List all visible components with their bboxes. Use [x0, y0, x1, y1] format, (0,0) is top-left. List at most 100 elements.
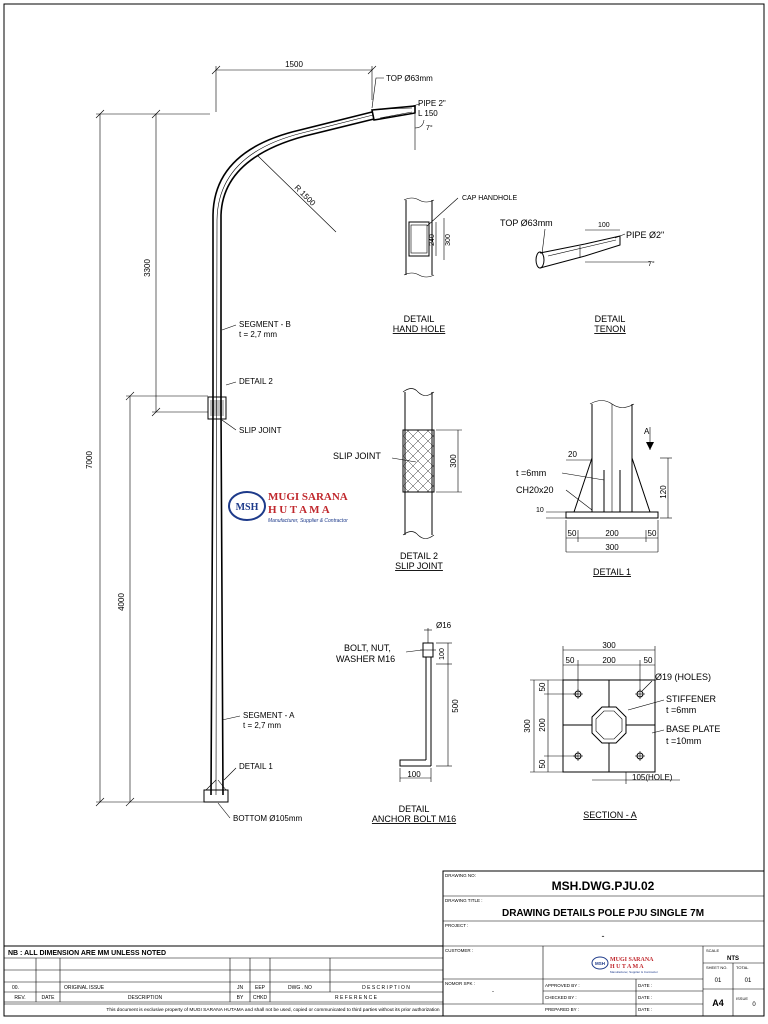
hand-hole-title-1: DETAIL	[404, 314, 435, 324]
sec-holes-label: Ø19 (HOLES)	[655, 672, 711, 682]
scale-label: SCALE	[706, 948, 719, 953]
title-logo-name-1: MUGI SARANA	[610, 957, 654, 963]
pole-base	[203, 789, 229, 803]
dim-300: 300	[445, 234, 452, 246]
tenon-pipe-label: PIPE Ø2"	[626, 230, 664, 240]
customer-label: CUSTOMER :	[445, 948, 473, 953]
segment-b-thickness: t = 2,7 mm	[239, 330, 277, 339]
logo-name-2: H U T A M A	[268, 504, 330, 516]
date-checked: DATE :	[638, 995, 652, 1000]
logo-abbr: MSH	[236, 502, 259, 513]
drawing-no: MSH.DWG.PJU.02	[552, 879, 655, 893]
dimension-note: NB : ALL DIMENSION ARE MM UNLESS NOTED	[8, 950, 166, 957]
sec-dim-50-a: 50	[566, 656, 575, 665]
project-value: -	[602, 931, 605, 941]
segment-a-label: SEGMENT - A	[243, 711, 295, 720]
segment-a-thickness: t = 2,7 mm	[243, 721, 281, 730]
dim-1500: 1500	[285, 60, 303, 69]
drawing-no-label: DRAWING NO:	[445, 873, 476, 878]
title-logo-tagline: Manufacturer, Supplier & Contractor	[610, 970, 658, 974]
sec-v-50-a: 50	[538, 682, 547, 691]
detail-2-label: DETAIL 2	[239, 377, 273, 386]
project-label: PROJECT :	[445, 923, 468, 928]
scale-value: NTS	[727, 956, 739, 962]
sec-stiffener-2: t =6mm	[666, 705, 696, 715]
total-value: 01	[745, 978, 752, 984]
detail-anchor-bolt: Ø16 BOLT, NUT, WASHER M16 100 500 100 DE…	[336, 621, 460, 824]
detail-hand-hole: CAP HANDHOLE 240 300 DETAIL HAND HOLE	[393, 195, 518, 334]
main-pole-elevation: 1500 7000 3300 4000 R 1500 TOP Ø63mm PIP…	[85, 60, 446, 823]
dim-4000: 4000	[117, 593, 126, 611]
title-logo-oval	[591, 956, 609, 970]
top-diameter-label: TOP Ø63mm	[386, 74, 433, 83]
section-a: 300 50 200 50 300 50 200 50 Ø19 (HOLES) …	[523, 641, 720, 820]
sec-dim-50-b: 50	[644, 656, 653, 665]
anchor-bolt-label-2: WASHER M16	[336, 654, 395, 664]
col-chkd: CHKD	[253, 995, 268, 1001]
total-label: TOTAL	[736, 965, 749, 970]
nomor-spk-label: NOMOR SPK :	[445, 981, 475, 986]
issue-value: 0	[752, 1002, 756, 1008]
anchor-title-1: DETAIL	[399, 804, 430, 814]
sec-dim-300-left: 300	[523, 719, 532, 733]
tenon-dim-100: 100	[598, 222, 610, 229]
slip-dim-300: 300	[449, 454, 458, 468]
logo-oval	[228, 491, 266, 521]
angle-label: 7°	[426, 124, 433, 132]
pipe-label-1: PIPE 2"	[418, 99, 446, 108]
col-by: BY	[237, 995, 244, 1001]
pipe-label-2: L 150	[418, 109, 438, 118]
pole-outline-right	[220, 118, 375, 796]
rev-0-desc: ORIGINAL ISSUE	[64, 985, 105, 991]
anchor-title-2: ANCHOR BOLT M16	[372, 814, 456, 824]
d1-chamfer: CH20x20	[516, 485, 554, 495]
sec-dim-200: 200	[602, 656, 616, 665]
sec-v-200: 200	[538, 718, 547, 732]
sec-dim-300-top: 300	[602, 641, 616, 650]
d1-dim-200: 200	[605, 529, 619, 538]
checked-by: CHECKED BY :	[545, 995, 577, 1000]
radius-label: R 1500	[293, 183, 318, 208]
sec-hole-105: 105(HOLE)	[632, 773, 673, 782]
tenon-top-label: TOP Ø63mm	[500, 218, 553, 228]
sec-baseplate-2: t =10mm	[666, 736, 701, 746]
detail-1-base: A 20 t =6mm CH20x20 10 120 50 200 50 300…	[516, 400, 672, 577]
dim-240: 240	[429, 234, 436, 246]
rev-0-chk: EEP	[255, 985, 266, 991]
date-approved: DATE :	[638, 983, 652, 988]
dwg-no-header: DWG . NO	[288, 985, 312, 991]
prepared-by: PREPARED BY :	[545, 1007, 579, 1012]
rev-0-no: 00.	[12, 985, 19, 991]
section-a-marker: A	[644, 427, 650, 436]
sec-stiffener-1: STIFFENER	[666, 694, 717, 704]
anchor-dim-500: 500	[451, 699, 460, 713]
bottom-diameter-label: BOTTOM Ø105mm	[233, 814, 303, 823]
handhole-box	[207, 396, 227, 420]
title-block: DRAWING NO: MSH.DWG.PJU.02 DRAWING TITLE…	[442, 870, 765, 1017]
anchor-bolt-label-1: BOLT, NUT,	[344, 643, 391, 653]
d1-dim-10: 10	[536, 507, 544, 514]
pole-outline-left	[210, 111, 373, 796]
d1-dim-50-right: 50	[648, 529, 657, 538]
sheet-no: 01	[715, 978, 722, 984]
rev-0-by: JN	[237, 985, 244, 991]
nomor-spk-value: -	[492, 989, 494, 995]
anchor-dim-100-h: 100	[407, 770, 421, 779]
logo-name-1: MUGI SARANA	[268, 491, 348, 503]
tenon-pipe	[371, 105, 416, 121]
sheet-no-label: SHEET NO.	[706, 965, 728, 970]
dim-7000: 7000	[85, 451, 94, 469]
title-logo-name-2: H U T A M A	[610, 964, 644, 970]
detail-1-title: DETAIL 1	[593, 567, 631, 577]
col-reference: R E F E R E N C E	[335, 995, 378, 1001]
detail-1-label: DETAIL 1	[239, 762, 273, 771]
date-prepared: DATE :	[638, 1007, 652, 1012]
title-logo-abbr: MSH	[595, 961, 605, 966]
dim-3300: 3300	[143, 259, 152, 277]
drawing-title-label: DRAWING TITLE :	[445, 898, 483, 903]
col-date: DATE	[42, 995, 56, 1001]
d1-dim-120: 120	[659, 485, 668, 499]
cap-handhole-label: CAP HANDHOLE	[462, 195, 517, 202]
col-description: DESCRIPTION	[128, 995, 163, 1001]
